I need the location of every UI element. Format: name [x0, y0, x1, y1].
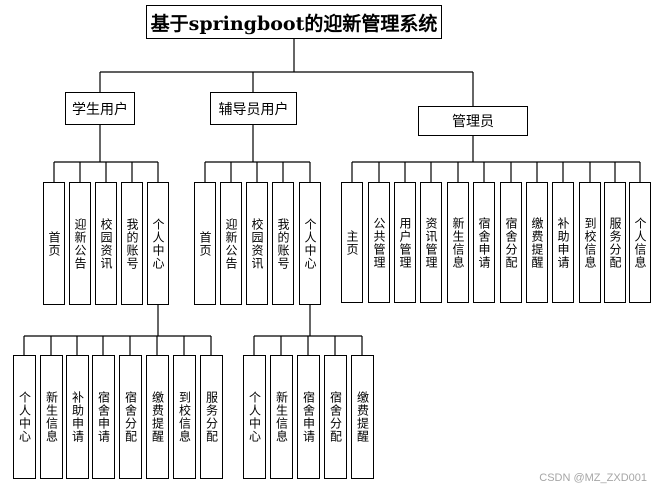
admin-item: 公共管理: [368, 182, 390, 303]
student-item-announcement: 迎新公告: [69, 182, 91, 305]
student-sub-item: 缴费提醒: [146, 355, 169, 479]
admin-item: 缴费提醒: [526, 182, 548, 303]
student-sub-item: 补助申请: [66, 355, 89, 479]
student-item-personal-center: 个人中心: [147, 182, 169, 305]
student-item-campus-news: 校园资讯: [95, 182, 117, 305]
admin-item: 宿舍申请: [473, 182, 495, 303]
counselor-sub-item: 缴费提醒: [351, 355, 374, 479]
student-sub-item: 宿舍申请: [92, 355, 115, 479]
admin-item: 服务分配: [604, 182, 626, 303]
counselor-item-announcement: 迎新公告: [220, 182, 242, 305]
group-student-label: 学生用户: [72, 101, 128, 118]
counselor-item-my-account: 我的账号: [272, 182, 294, 305]
counselor-item-home: 首页: [194, 182, 216, 305]
admin-item: 用户管理: [394, 182, 416, 303]
admin-item: 主页: [341, 182, 363, 303]
root-title: 基于springboot的迎新管理系统: [150, 12, 438, 35]
student-item-home: 首页: [43, 182, 65, 305]
group-counselor-label: 辅导员用户: [218, 101, 289, 118]
student-sub-item: 个人中心: [13, 355, 36, 479]
student-sub-item: 到校信息: [173, 355, 196, 479]
student-item-my-account: 我的账号: [121, 182, 143, 305]
student-sub-item: 服务分配: [200, 355, 223, 479]
admin-item: 到校信息: [579, 182, 601, 303]
group-admin-label: 管理员: [452, 114, 494, 130]
counselor-sub-item: 宿舍申请: [297, 355, 320, 479]
admin-item: 新生信息: [447, 182, 469, 303]
counselor-item-personal-center: 个人中心: [299, 182, 321, 305]
admin-item: 个人信息: [629, 182, 651, 303]
counselor-sub-item: 宿舍分配: [324, 355, 347, 479]
group-admin: 管理员: [418, 106, 528, 136]
student-sub-item: 新生信息: [40, 355, 63, 479]
group-student: 学生用户: [65, 92, 135, 125]
admin-item: 补助申请: [552, 182, 574, 303]
admin-item: 资讯管理: [420, 182, 442, 303]
counselor-sub-item: 个人中心: [243, 355, 266, 479]
group-counselor: 辅导员用户: [210, 92, 297, 125]
student-sub-item: 宿舍分配: [119, 355, 142, 479]
watermark: CSDN @MZ_ZXD001: [539, 472, 647, 484]
root-title-box: 基于springboot的迎新管理系统: [146, 5, 442, 39]
counselor-sub-item: 新生信息: [270, 355, 293, 479]
admin-item: 宿舍分配: [500, 182, 522, 303]
counselor-item-campus-news: 校园资讯: [246, 182, 268, 305]
